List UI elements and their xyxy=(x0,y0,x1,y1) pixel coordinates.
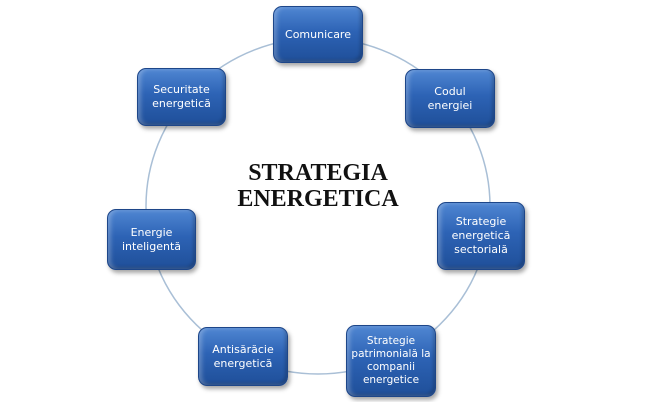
title-line-2: ENERGETICA xyxy=(237,186,399,212)
node-securitate: Securitate energetică xyxy=(137,68,226,126)
diagram-title: STRATEGIA ENERGETICA xyxy=(218,160,418,212)
node-codul-energiei: Codul energiei xyxy=(405,69,495,128)
title-line-1: STRATEGIA xyxy=(248,160,388,186)
node-strategie-sectoriala: Strategie energetică sectorială xyxy=(437,202,525,270)
node-comunicare: Comunicare xyxy=(273,6,363,63)
node-energie-inteligenta: Energie inteligentă xyxy=(107,209,196,270)
node-strategie-patrimoniala: Strategie patrimonială la companii energ… xyxy=(346,325,436,397)
node-antisaracie: Antisărăcie energetică xyxy=(198,327,288,386)
